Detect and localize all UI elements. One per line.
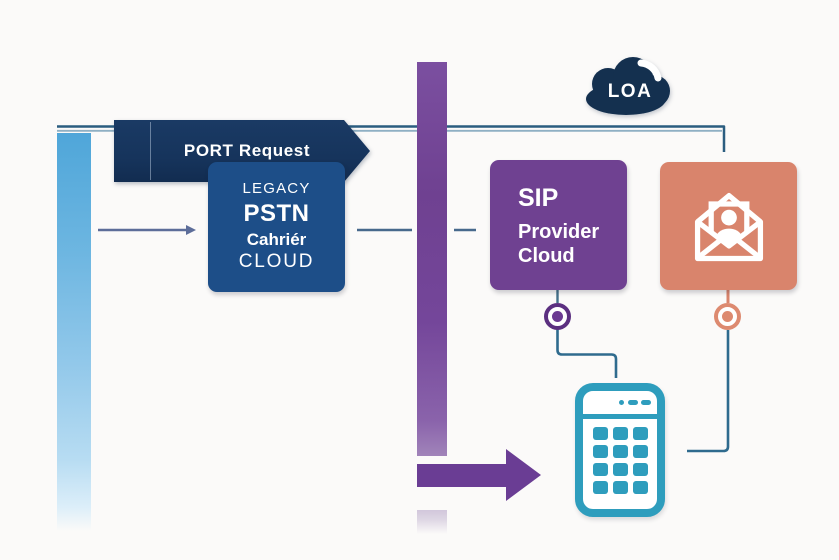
loa-cloud-icon — [586, 57, 670, 115]
open-envelope-letter-person-icon — [694, 193, 763, 262]
middle-purple-lane-bar — [417, 62, 447, 534]
legacy-pstn-carrier-node: LEGACY PSTN Cahriér CLOUD — [208, 162, 345, 292]
left-blue-lane-bar — [57, 133, 91, 531]
mail-connector-dot — [714, 303, 741, 330]
legacy-line4: CLOUD — [238, 251, 315, 273]
sip-line2: Provider — [518, 220, 600, 243]
phone-keypad-grid — [583, 419, 657, 494]
person-head — [720, 209, 737, 226]
left-arrowhead-icon — [186, 225, 196, 235]
port-request-banner: PORT Request — [57, 60, 370, 182]
sip-line1: SIP — [518, 183, 559, 212]
mail-connector-dot-center — [722, 311, 733, 322]
sip-to-phone-line — [556, 329, 618, 378]
phone-divider — [583, 414, 657, 419]
loa-mail-node — [660, 162, 797, 290]
cloud-swoosh — [637, 59, 662, 82]
legacy-line1: LEGACY — [242, 180, 311, 198]
sip-connector-dot — [544, 303, 571, 330]
sip-provider-cloud-node: SIP Provider Cloud — [490, 160, 627, 290]
phone-keypad-icon — [575, 383, 665, 517]
phone-header — [583, 391, 657, 414]
legacy-line2: PSTN — [243, 199, 310, 227]
person-body — [715, 228, 742, 241]
sip-connector-dot-center — [552, 311, 563, 322]
sip-line3: Cloud — [518, 244, 575, 267]
legacy-line3: Cahriér — [246, 229, 307, 249]
phone-speaker-dots — [619, 400, 651, 405]
mail-to-phone-line — [687, 330, 730, 453]
loa-label: LOA — [607, 81, 653, 102]
